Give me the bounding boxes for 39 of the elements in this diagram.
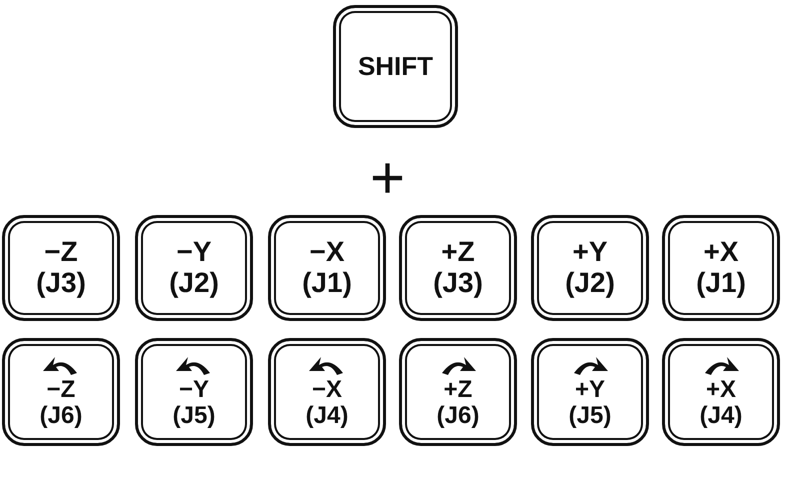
key-label: +X <box>703 237 739 268</box>
plus-sign: + <box>370 148 406 208</box>
key-label: (J3) <box>433 268 483 299</box>
keyboard-key <box>333 5 458 128</box>
keyboard-key <box>2 338 120 446</box>
key-label: (J4) <box>700 403 742 430</box>
key-label: (J5) <box>172 403 216 430</box>
key-label: −Z <box>46 376 76 403</box>
keyboard-key <box>399 215 517 321</box>
key-label: (J2) <box>565 268 615 299</box>
key-label: (J1) <box>302 268 352 299</box>
keyboard-key <box>399 338 517 446</box>
key-label: (J2) <box>169 268 219 299</box>
key-label: (J6) <box>40 403 82 430</box>
key-label: (J6) <box>436 403 480 430</box>
keyboard-key <box>531 215 649 321</box>
key-label: −X <box>312 376 342 403</box>
key-label: +Z <box>444 376 472 403</box>
key-label: (J3) <box>36 268 86 299</box>
keyboard-key <box>662 338 780 446</box>
key-label: (J1) <box>696 268 746 299</box>
key-label: −Y <box>178 376 210 403</box>
keyboard-key <box>531 338 649 446</box>
key-label: −Y <box>176 237 212 268</box>
key-label: (J5) <box>568 403 612 430</box>
key-label: −Z <box>44 237 78 268</box>
key-label: (J4) <box>306 403 348 430</box>
keyboard-key <box>662 215 780 321</box>
keyboard-key <box>2 215 120 321</box>
keyboard-key <box>135 338 253 446</box>
key-label: +X <box>706 376 736 403</box>
keyboard-key <box>135 215 253 321</box>
key-label: −X <box>309 237 345 268</box>
keyboard-key <box>268 215 386 321</box>
key-label: SHIFT <box>358 52 434 81</box>
key-label: +Y <box>574 376 606 403</box>
keyboard-key <box>268 338 386 446</box>
key-label: +Y <box>572 237 608 268</box>
key-label: +Z <box>441 237 475 268</box>
